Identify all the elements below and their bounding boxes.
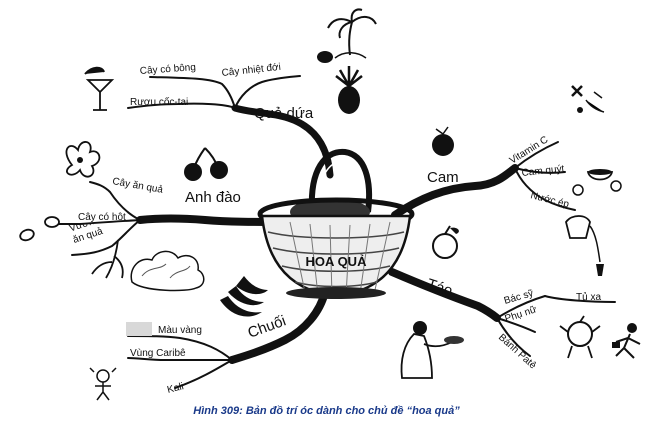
branch-anh-dao xyxy=(136,214,289,226)
illustrations xyxy=(19,8,641,401)
running-person-icon xyxy=(612,323,641,359)
main-branches xyxy=(136,104,519,364)
flower-icon xyxy=(65,141,101,178)
cherry-icon xyxy=(184,147,228,181)
apple-icon xyxy=(432,225,459,259)
sub-label-cay-nhiet-doi: Cây nhiệt đới xyxy=(221,62,281,79)
sub-label-bac-sy: Bác sỹ xyxy=(503,288,535,307)
sub-label-banh-pate: Bánh Patê xyxy=(496,332,538,372)
palm-tree-icon xyxy=(327,8,377,59)
figure-caption: Hình 309: Bản đồ trí óc dành cho chủ đề … xyxy=(193,405,460,417)
sub-label-cay-co-hot: Cây có hột xyxy=(78,212,126,223)
little-man-icon xyxy=(89,367,117,401)
main-label-tao: Táo xyxy=(425,276,455,300)
sub-label-nuoc-ep: Nước ép xyxy=(529,190,570,210)
sub-label-vung-caribe: Vùng Caribê xyxy=(130,348,186,359)
sub-label-mau-vang: Màu vàng xyxy=(158,325,202,336)
sub-label-ruou-coc-tai: Rượu cốc-tai xyxy=(130,96,188,108)
apple-man-icon xyxy=(559,315,601,359)
pitcher-icon xyxy=(565,215,604,276)
sub-label-tu-xa: Tủ xa xyxy=(576,291,601,303)
sub-label-kali: Kali xyxy=(166,381,185,396)
seeds-icon xyxy=(19,216,60,242)
main-label-anh-dao: Anh đào xyxy=(185,189,241,206)
yellow-color-swatch xyxy=(126,322,152,336)
sub-label-cay-an-qua: Cây ăn quả xyxy=(111,176,164,196)
sub-label-cay-co-bong: Cây có bông xyxy=(139,62,196,77)
center-label: HOA QUẢ xyxy=(306,254,368,269)
basket-illustration xyxy=(257,148,415,299)
branch-chuoi xyxy=(228,288,329,364)
woman-figure-icon xyxy=(400,321,464,379)
bush-icon xyxy=(130,250,205,292)
sub-label-cam-quyt: Cam quýt xyxy=(521,164,565,179)
main-label-cam: Cam xyxy=(427,169,459,186)
banana-icon xyxy=(220,276,268,317)
cocktail-icon xyxy=(84,66,115,111)
branch-tao xyxy=(388,268,501,322)
sub-label-vuon-cay-wrapper: Vườn cây ăn quả xyxy=(68,224,113,246)
sub-label-phu-nu: Phụ nữ xyxy=(504,304,539,325)
branch-cam xyxy=(391,164,519,219)
sub-label-vuon-cay-an-qua: Vườn cây ăn quả xyxy=(68,224,113,246)
pineapple-icon xyxy=(335,66,363,114)
orange-bowl-icon xyxy=(572,169,622,196)
orange-icon xyxy=(432,126,454,156)
sub-branches xyxy=(54,75,616,389)
cross-mark-icon xyxy=(571,85,605,113)
main-label-qua-dua: Quả dứa xyxy=(254,105,314,122)
sub-label-vitamin-c: Vitamin C xyxy=(508,134,550,166)
tree-roots-icon xyxy=(91,239,124,279)
